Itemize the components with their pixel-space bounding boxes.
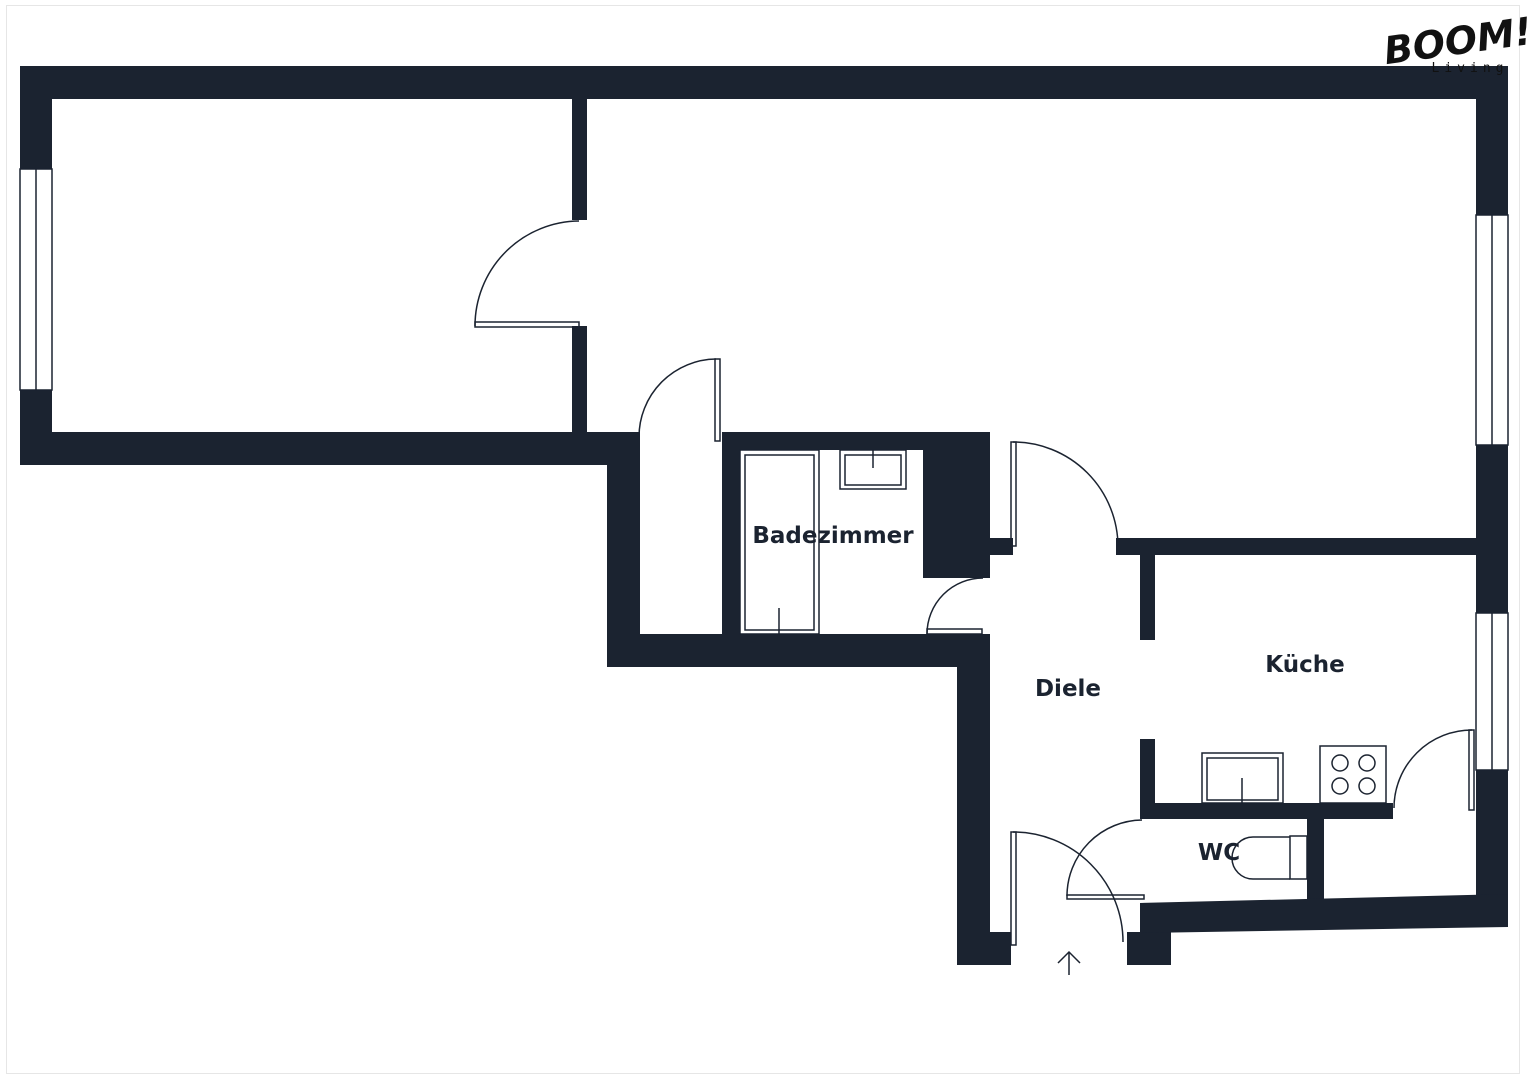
wall-corridor-bottom: [607, 634, 990, 667]
door-kitchen: [1393, 729, 1473, 809]
door-bathroom: [926, 577, 984, 635]
wall-left-upper: [20, 66, 52, 169]
wall-right-upper: [1476, 66, 1508, 215]
room-labels: Badezimmer Diele Küche WC: [752, 523, 1344, 866]
wall-bath-stub: [987, 538, 1013, 555]
room-label-wc: WC: [1198, 840, 1240, 866]
wall-bottom-skew: [1140, 894, 1508, 933]
wall-kitchen-top: [1116, 538, 1508, 555]
wall-entrance-right: [1127, 932, 1171, 965]
doors: [474, 220, 1475, 946]
wall-bath-block: [923, 432, 990, 578]
stove: [1319, 745, 1387, 804]
wall-divider-lower: [572, 326, 587, 432]
toilet: [1231, 835, 1308, 880]
wall-kitchen-left-lower: [1140, 739, 1155, 819]
wall-kitchen-bottom: [1140, 803, 1393, 819]
wall-divider-upper: [572, 99, 587, 220]
room-label-badezimmer: Badezimmer: [752, 523, 914, 549]
wall-corridor-left: [607, 432, 640, 667]
wall-wc-right: [1307, 803, 1324, 899]
wall-corridor-bath: [722, 432, 740, 635]
door-wc: [1066, 819, 1143, 897]
wall-kitchen-left-upper: [1140, 538, 1155, 640]
door-corridor: [638, 358, 717, 438]
wall-entrance-left: [957, 932, 1011, 965]
room-label-diele: Diele: [1035, 676, 1101, 702]
page-frame: [6, 5, 1520, 1074]
arrow-up-icon: [1057, 950, 1081, 975]
wall-diele-left: [957, 634, 990, 965]
door-entrance: [1012, 831, 1124, 943]
logo-sub-text: Living: [1432, 61, 1509, 76]
walls: [20, 66, 1508, 965]
wall-top: [20, 66, 1508, 99]
door-left-room: [474, 220, 580, 327]
wall-right-mid: [1476, 445, 1508, 613]
wall-left-room-bottom: [20, 432, 640, 465]
room-label-kueche: Küche: [1265, 652, 1344, 678]
logo: BOOM! Living: [1381, 9, 1527, 76]
door-diele-living: [1012, 441, 1119, 548]
windows: [19, 168, 1509, 771]
fixtures: [739, 449, 1387, 880]
